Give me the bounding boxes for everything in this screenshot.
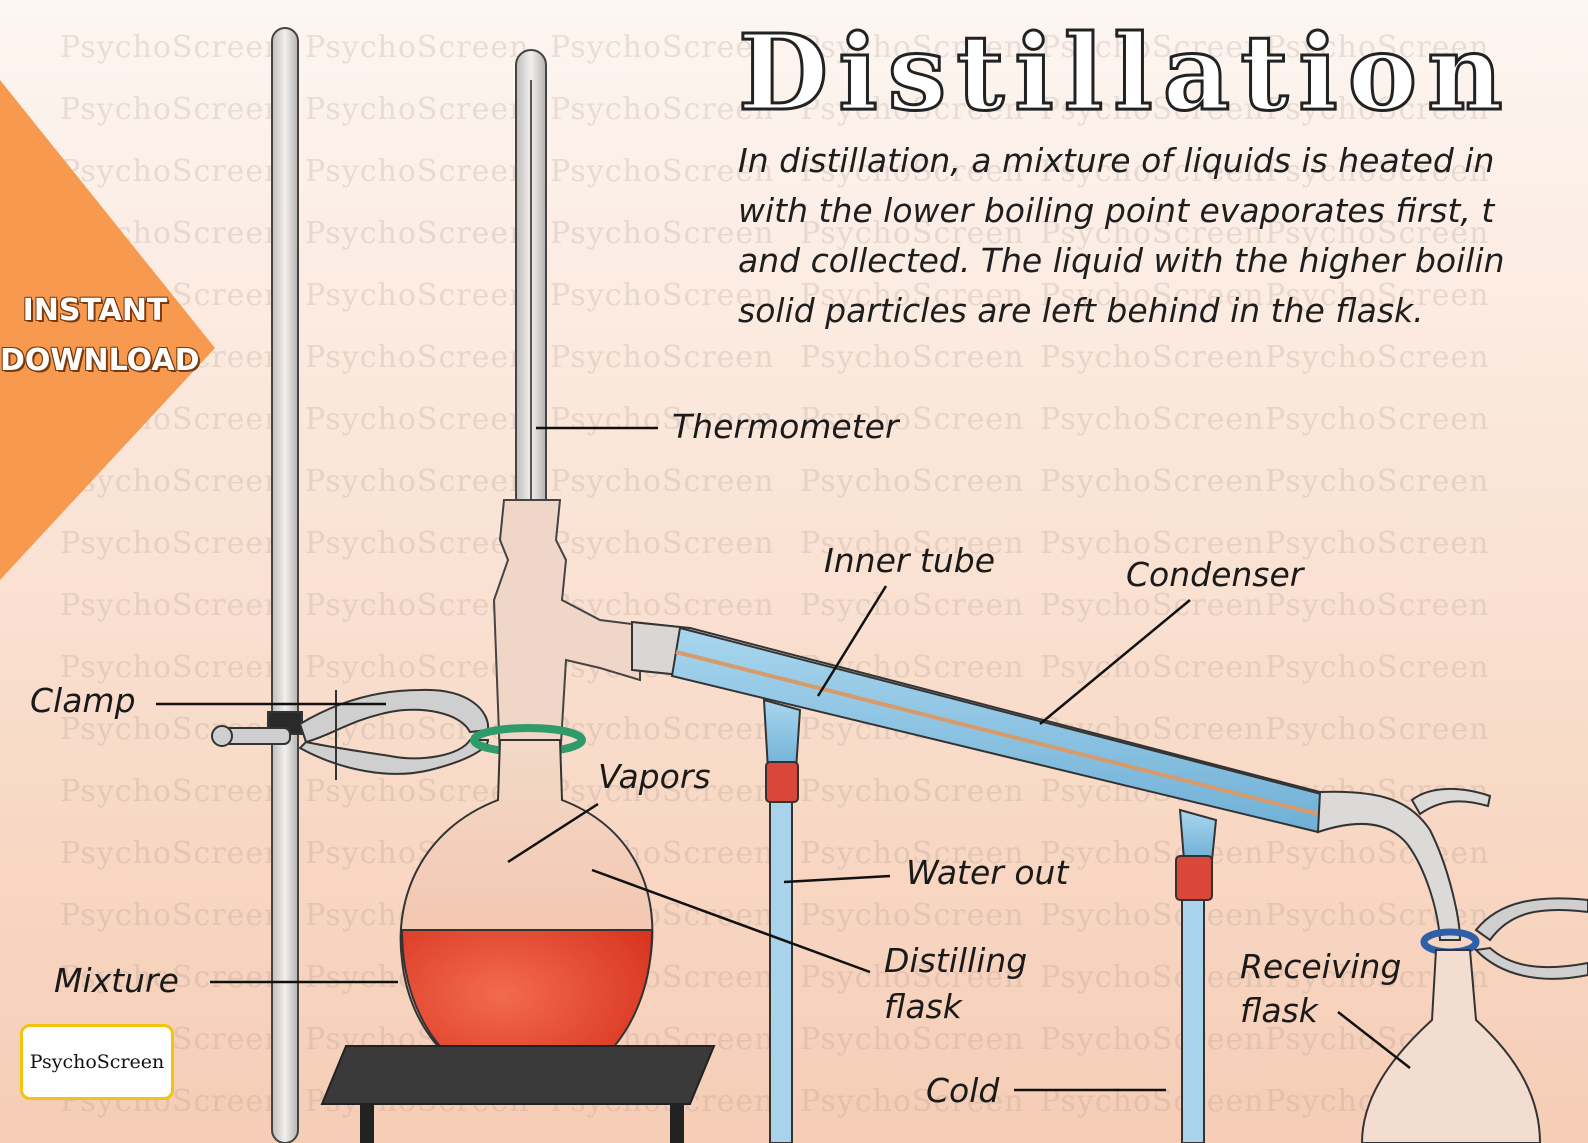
stand-rod: [271, 27, 299, 1143]
label-distilling-flask-line1: Distilling: [884, 941, 1028, 980]
banner-line-1: INSTANT: [22, 293, 168, 328]
label-clamp: Clamp: [30, 681, 136, 720]
thermometer: [515, 49, 547, 521]
label-water-out: Water out: [906, 853, 1069, 892]
receiving-flask: [1360, 949, 1542, 1143]
label-receiving-flask-line2: flask: [1240, 991, 1318, 1030]
description-line: with the lower boiling point evaporates …: [738, 191, 1495, 230]
receiver-adapter: [1316, 788, 1492, 956]
label-distilling-flask-line2: flask: [884, 987, 962, 1026]
wire-gauze: [320, 1045, 716, 1143]
description-line: and collected. The liquid with the highe…: [738, 241, 1505, 280]
label-inner-tube: Inner tube: [824, 541, 996, 580]
label-receiving-flask-line1: Receiving: [1240, 947, 1402, 986]
description-line: In distillation, a mixture of liquids is…: [738, 141, 1495, 180]
label-cold: Cold: [926, 1071, 1000, 1110]
psychoscreen-logo: PsychoScreen: [20, 1024, 174, 1100]
label-vapors: Vapors: [598, 757, 711, 796]
instant-download-text: INSTANT DOWNLOAD: [0, 286, 200, 386]
leader-lines: [156, 426, 1411, 1092]
label-condenser: Condenser: [1126, 555, 1304, 594]
label-thermometer: Thermometer: [672, 407, 899, 446]
receiver-clamp: [1473, 897, 1588, 980]
page-title: Distillation: [738, 10, 1513, 136]
banner-line-2: DOWNLOAD: [0, 343, 200, 378]
still-head: [492, 499, 641, 761]
description: In distillation, a mixture of liquids is…: [738, 136, 1588, 336]
logo-text: PsychoScreen: [29, 1051, 165, 1073]
description-line: solid particles are left behind in the f…: [738, 291, 1424, 330]
instant-download-banner: [0, 80, 215, 580]
label-mixture: Mixture: [54, 961, 179, 1000]
